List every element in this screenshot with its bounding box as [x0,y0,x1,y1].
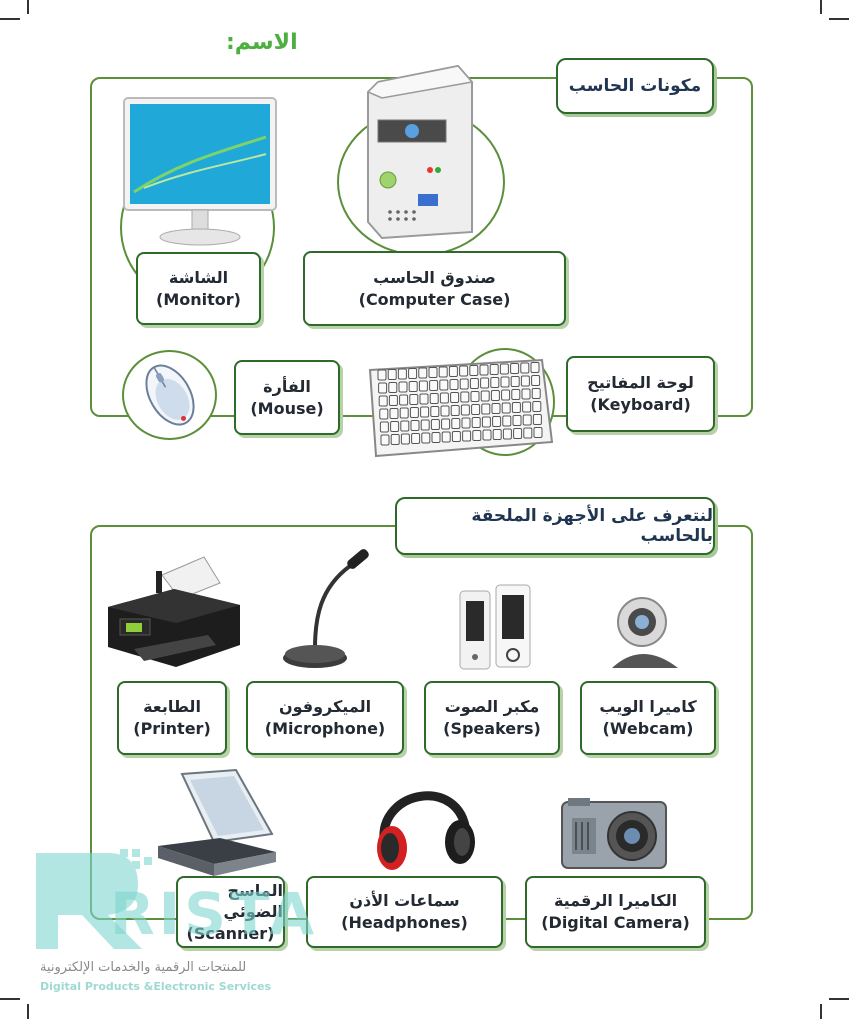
crop-mark [0,18,20,20]
crop-mark [0,998,20,1000]
crop-mark [829,998,849,1000]
label-ar: الطابعة [143,697,201,717]
watermark-text-en: Digital Products &Electronic Services [40,980,272,993]
label-en: (Mouse) [250,398,324,418]
computer-case-icon [358,62,478,246]
watermark-logo-text: RISTA [110,880,318,948]
label-ar: الشاشة [168,267,229,287]
label-headphones: سماعات الأذن (Headphones) [306,876,503,948]
printer-icon [104,553,244,677]
label-ar: صندوق الحاسب [373,267,496,287]
label-ar: الميكروفون [278,697,372,717]
crop-mark [27,0,29,14]
label-digital-camera: الكاميرا الرقمية (Digital Camera) [525,876,706,948]
label-microphone: الميكروفون (Microphone) [246,681,404,755]
mouse-icon [130,350,210,439]
monitor-icon [120,92,280,256]
label-en: (Computer Case) [358,289,511,309]
label-speakers: مكبر الصوت (Speakers) [424,681,560,755]
watermark-logo [28,845,268,959]
crop-mark [820,1004,822,1019]
keyboard-icon [362,356,557,465]
label-printer: الطابعة (Printer) [117,681,227,755]
label-ar: الفأرة [263,376,311,396]
label-en: (Scanner) [186,923,275,943]
section1-title: مكونات الحاسب [556,58,714,114]
label-ar: كاميرا الويب [599,697,697,717]
speakers-icon [456,583,536,677]
label-en: (Digital Camera) [541,913,690,932]
webcam-icon [604,592,684,676]
label-en: (Speakers) [443,719,541,738]
student-name-label: الاسم: [226,30,298,55]
label-computer-case: صندوق الحاسب (Computer Case) [303,251,566,326]
section2-title: لنتعرف على الأجهزة الملحقة بالحاسب [395,497,715,555]
label-webcam: كاميرا الويب (Webcam) [580,681,716,755]
mouse-image-circle [122,350,217,440]
label-monitor: الشاشة (Monitor) [136,252,261,325]
label-ar: الكاميرا الرقمية [553,891,678,911]
label-en: (Printer) [133,719,211,738]
label-mouse: الفأرة (Mouse) [234,360,340,435]
label-ar: الماسح الضوئي [223,880,283,922]
label-en: (Monitor) [156,289,241,309]
crop-mark [27,1004,29,1019]
digital-camera-icon [558,794,670,878]
label-scanner: الماسح الضوئي (Scanner) [176,876,285,948]
scanner-icon [148,768,283,887]
label-ar: مكبر الصوت [444,697,540,717]
label-en: (Webcam) [602,719,694,738]
crop-mark [820,0,822,14]
watermark-text-ar: للمنتجات الرقمية والخدمات الإلكترونية [40,960,247,975]
label-ar: سماعات الأذن [349,891,460,911]
crop-mark [829,18,849,20]
microphone-icon [270,548,380,682]
label-ar: لوحة المفاتيح [587,373,694,393]
label-keyboard: لوحة المفاتيح (Keyboard) [566,356,715,432]
label-en: (Microphone) [264,719,386,738]
label-en: (Headphones) [341,913,468,932]
label-en: (Keyboard) [590,395,691,414]
headphones-icon [370,770,480,884]
